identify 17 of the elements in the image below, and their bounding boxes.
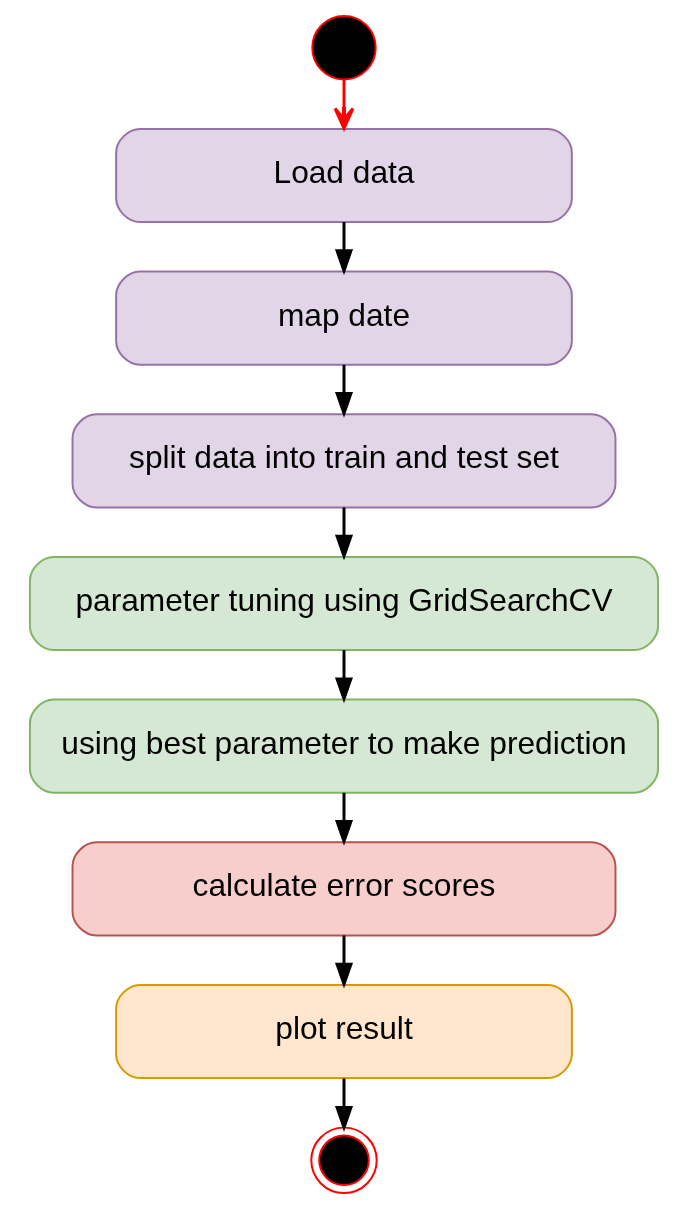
node-box: Load data bbox=[115, 127, 573, 224]
arrow bbox=[333, 79, 355, 130]
node-bullseye bbox=[310, 1126, 378, 1194]
node-box: parameter tuning using GridSearchCV bbox=[28, 555, 660, 652]
arrow bbox=[334, 935, 354, 989]
arrow bbox=[334, 650, 354, 704]
arrow bbox=[334, 1078, 354, 1132]
node-circle bbox=[311, 15, 377, 81]
arrow bbox=[334, 507, 354, 561]
node-box: plot result bbox=[115, 983, 573, 1080]
node-box: map date bbox=[115, 270, 573, 366]
node-box: split data into train and test set bbox=[71, 413, 617, 509]
arrow bbox=[334, 792, 354, 846]
arrow bbox=[334, 364, 354, 418]
node-box: using best parameter to make prediction bbox=[28, 698, 660, 794]
node-box: calculate error scores bbox=[71, 841, 617, 937]
arrow bbox=[334, 222, 354, 276]
